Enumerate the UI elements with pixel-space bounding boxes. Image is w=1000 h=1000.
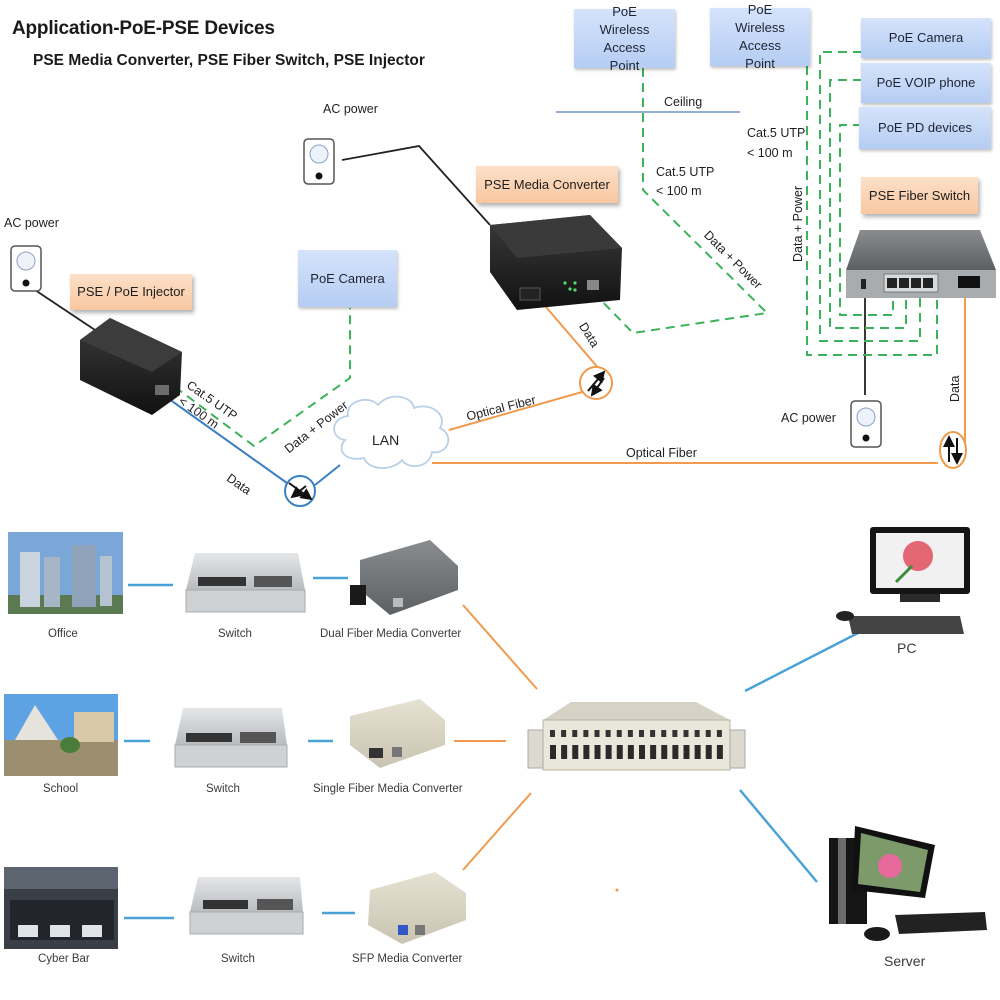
poe-cable-pd (839, 124, 894, 316)
server-label: Server (884, 953, 926, 969)
pc-label: PC (897, 640, 917, 656)
switch-device (174, 708, 288, 768)
ac-outlet-icon (303, 138, 335, 185)
transceiver-icon-switch (939, 431, 967, 469)
chassis-slot (627, 730, 634, 759)
optical-fiber-label: Optical Fiber (626, 446, 697, 460)
media-converter-chassis (527, 702, 746, 771)
dual-fiber-media-converter-device (350, 540, 458, 615)
ac-power-label: AC power (323, 102, 378, 116)
site-label-school: School (43, 783, 79, 795)
cyber-bar-photo (4, 867, 118, 949)
fiber-link-converter-3 (462, 792, 532, 871)
chassis-slot (550, 730, 556, 759)
page-subtitle: PSE Media Converter, PSE Fiber Switch, P… (33, 52, 425, 69)
fiber-switch-label-box: PSE Fiber Switch (861, 177, 978, 214)
pse-media-converter-device (490, 215, 622, 310)
chassis-slot (683, 730, 690, 759)
server-device (829, 826, 987, 941)
wireless-ap-2-box: PoE Wireless Access Point (710, 2, 810, 71)
arrow-icon (290, 485, 307, 499)
chassis-slot (583, 730, 590, 759)
converter-label-sfp: SFP Media Converter (352, 953, 463, 965)
switch-device (189, 877, 304, 935)
ac-outlet-icon (10, 245, 42, 292)
switch-label: Switch (218, 628, 252, 640)
chassis-slot (650, 730, 657, 759)
data-label: Data (948, 375, 962, 402)
chassis-slot (716, 730, 723, 759)
pc-device (836, 527, 970, 634)
poe-injector-label-box: PSE / PoE Injector (70, 274, 192, 310)
chassis-slot (694, 730, 701, 759)
sfp-media-converter-device (368, 872, 466, 944)
poe-cable-camera (819, 51, 921, 342)
arrow-icon (590, 377, 605, 397)
chassis-slot (705, 730, 712, 759)
office-photo (8, 532, 123, 614)
chassis-slot (605, 730, 612, 759)
cat5-label: Cat.5 UTP (656, 165, 715, 179)
fiber-link-converter-1 (462, 604, 538, 690)
power-cord-injector (34, 289, 96, 331)
page-title: Application-PoE-PSE Devices (12, 18, 275, 39)
lan-label: LAN (372, 432, 400, 448)
ac-outlet-icon (850, 400, 882, 448)
distance-label: < 100 m (747, 146, 793, 160)
school-photo (4, 694, 118, 776)
site-label-office: Office (48, 628, 78, 640)
chassis-slot (616, 730, 623, 759)
poe-injector-device (80, 318, 182, 415)
chassis-slot (672, 730, 679, 759)
power-cord-media-converter (341, 145, 491, 226)
switch-label: Switch (206, 783, 240, 795)
arrow-icon (587, 370, 606, 392)
data-cable-injector (161, 393, 288, 484)
distance-label: < 100 m (656, 184, 702, 198)
chassis-slot (661, 730, 668, 759)
fiber-cable-mc-data (539, 299, 601, 371)
site-label-cyber-bar: Cyber Bar (38, 953, 90, 965)
data-power-label: Data + Power (791, 185, 805, 262)
single-fiber-media-converter-device (350, 699, 445, 768)
stray-dot (615, 888, 619, 892)
lan-cloud-icon (333, 395, 450, 469)
pse-fiber-switch-device (846, 230, 996, 298)
chassis-slot (639, 730, 645, 759)
link-chassis-pc (744, 630, 861, 693)
poe-cable-ap1 (589, 68, 770, 335)
poe-pd-devices-box: PoE PD devices (859, 107, 991, 149)
fiber-cable-lan-mc (448, 391, 583, 431)
converter-label-dual-fiber: Dual Fiber Media Converter (320, 628, 462, 640)
switch-device (185, 553, 306, 613)
poe-cable-injector-camera (174, 308, 351, 448)
chassis-slot (561, 730, 568, 759)
poe-camera-right-box: PoE Camera (861, 18, 991, 58)
chassis-slot (572, 730, 579, 759)
poe-voip-phone-box: PoE VOIP phone (861, 63, 991, 103)
data-cable-lan (314, 464, 341, 486)
switch-label: Switch (221, 953, 255, 965)
ceiling-label: Ceiling (664, 95, 703, 109)
poe-cable-voip (829, 79, 907, 329)
chassis-slot (594, 730, 601, 759)
cat5-label: Cat.5 UTP (747, 126, 806, 140)
media-converter-label-box: PSE Media Converter (476, 166, 618, 203)
link-chassis-server (739, 789, 818, 883)
ac-power-label: AC power (781, 411, 836, 425)
poe-cable-ap2 (806, 66, 938, 356)
wireless-ap-1-box: PoE Wireless Access Point (574, 4, 675, 73)
ac-power-label: AC power (4, 216, 59, 230)
converter-label-single-fiber: Single Fiber Media Converter (313, 783, 463, 795)
poe-camera-left-box: PoE Camera (298, 250, 397, 307)
